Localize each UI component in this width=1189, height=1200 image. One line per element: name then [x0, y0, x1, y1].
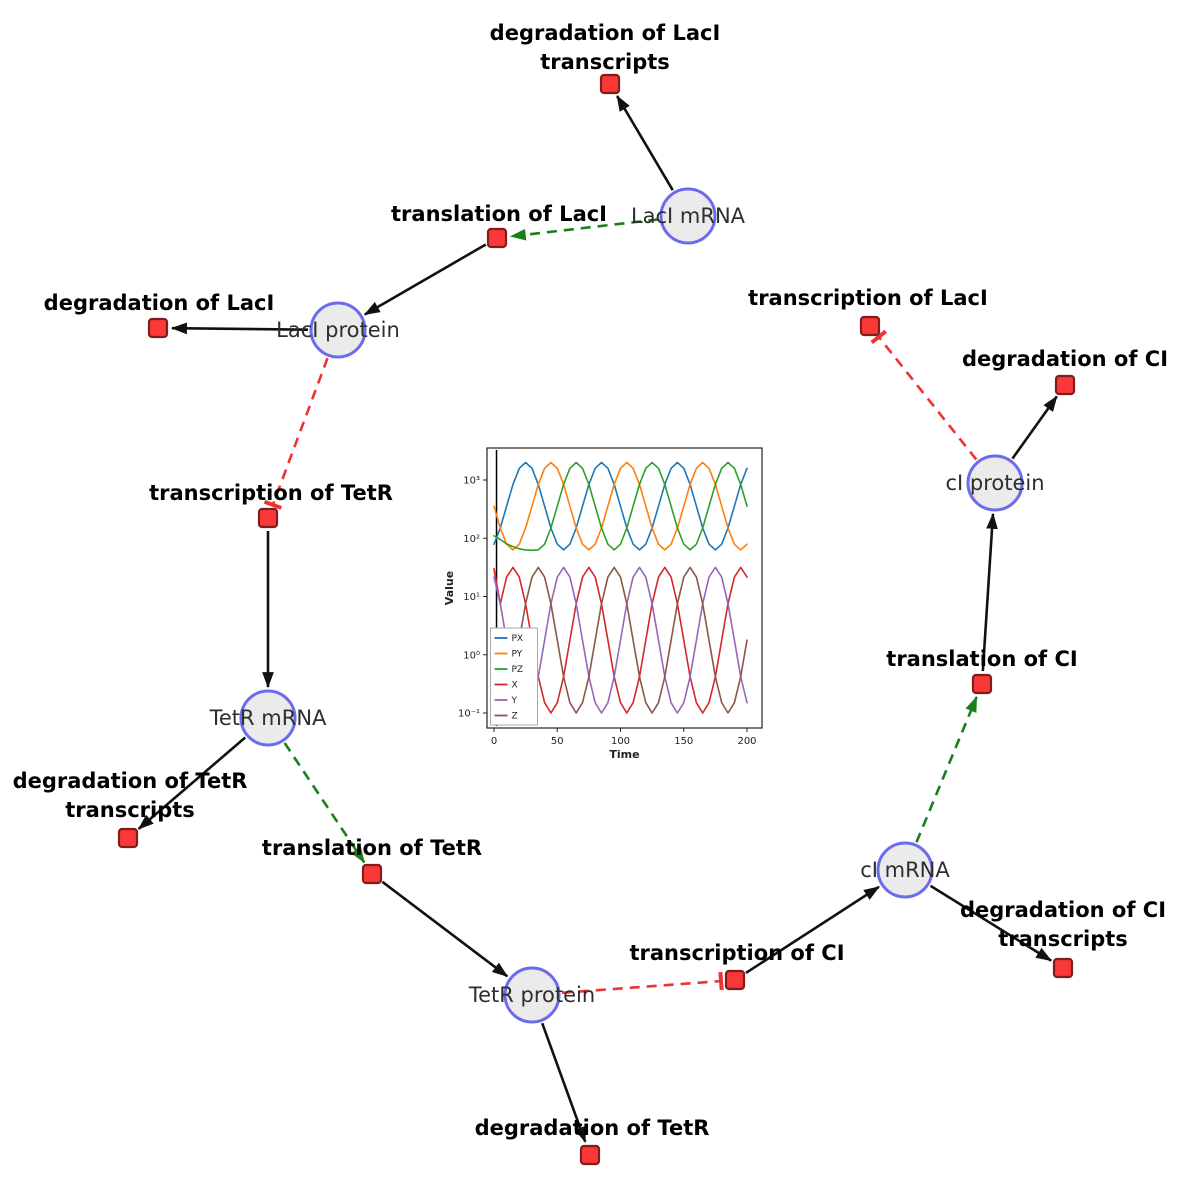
species-node-ci_mrna[interactable]: [876, 841, 934, 899]
reaction-node-tl_tetr[interactable]: [361, 863, 383, 885]
species-node-laci_protein[interactable]: [309, 301, 367, 359]
edge-inhibit-tetr_protein-tx_ci: [561, 971, 724, 995]
chart-series-PY: [493, 461, 748, 551]
reaction-label-tl_ci-line1: translation of CI: [886, 647, 1077, 671]
chart-legend-label-PX: PX: [512, 634, 524, 644]
chart-y-tick-label: 10²: [463, 534, 480, 545]
species-label-ci_mrna: cI mRNA: [860, 858, 950, 882]
chart-x-tick-label: 50: [551, 736, 564, 747]
chart-y-tick-label: 10¹: [463, 592, 480, 603]
species-label-tetr_protein: TetR protein: [468, 983, 595, 1007]
chart-legend-label-PZ: PZ: [512, 665, 524, 675]
species-label-tetr_mrna: TetR mRNA: [209, 706, 327, 730]
species-label-laci_mrna: LacI mRNA: [631, 204, 746, 228]
chart-series-PZ: [493, 461, 748, 552]
species-label-ci_protein: cI protein: [945, 471, 1044, 495]
reaction-label-tx_tetr-line1: transcription of TetR: [149, 481, 393, 505]
reaction-node-deg_ci[interactable]: [1054, 374, 1076, 396]
chart-x-axis-label: Time: [609, 748, 639, 761]
reaction-node-deg_ci_tx[interactable]: [1052, 957, 1074, 979]
chart-legend-label-PY: PY: [512, 650, 523, 660]
reaction-node-tl_ci[interactable]: [971, 673, 993, 695]
chart-y-axis-label: Value: [443, 571, 456, 605]
edge-product-tl_tetr-tetr_protein: [381, 880, 509, 978]
reaction-label-deg_tetr_tx-line1: degradation of TetR: [13, 769, 248, 793]
reaction-label-tl_laci-line1: translation of LacI: [391, 202, 607, 226]
edge-consume-laci_protein-deg_laci: [170, 322, 309, 335]
edge-consume-tetr_protein-deg_tetr: [541, 1022, 587, 1143]
reaction-label-deg_ci_tx-line2: transcripts: [998, 927, 1128, 951]
reaction-label-deg_tetr-line1: degradation of TetR: [475, 1116, 710, 1140]
reaction-node-tx_ci[interactable]: [724, 969, 746, 991]
species-node-tetr_mrna[interactable]: [239, 689, 297, 747]
edges-layer: [137, 95, 1058, 1143]
reaction-label-deg_tetr_tx-line2: transcripts: [65, 798, 195, 822]
edge-modifier-ci_mrna-tl_ci: [915, 695, 978, 843]
reaction-label-deg_laci-line1: degradation of LacI: [44, 291, 275, 315]
reaction-label-tl_tetr-line1: translation of TetR: [262, 836, 482, 860]
chart-y-tick-label: 10⁰: [463, 650, 480, 661]
chart-y-tick-label: 10³: [463, 476, 480, 487]
reaction-node-deg_laci[interactable]: [147, 317, 169, 339]
reaction-node-tl_laci[interactable]: [486, 227, 508, 249]
species-node-ci_protein[interactable]: [966, 454, 1024, 512]
edge-consume-ci_protein-deg_ci: [1011, 395, 1058, 460]
chart-legend-label-Y: Y: [511, 696, 518, 706]
edge-product-tl_ci-ci_protein: [981, 512, 998, 672]
chart-x-tick-label: 150: [674, 736, 693, 747]
reaction-node-deg_tetr[interactable]: [579, 1144, 601, 1166]
reaction-label-tx_laci-line1: transcription of LacI: [748, 286, 988, 310]
edge-consume-tetr_mrna-deg_tetr_tx: [137, 736, 247, 830]
reaction-label-deg_ci_tx-line1: degradation of CI: [960, 898, 1166, 922]
chart-y-tick-label: 10⁻¹: [458, 709, 480, 720]
chart-legend-label-X: X: [512, 681, 518, 691]
edge-inhibit-ci_protein-tx_laci: [870, 329, 978, 461]
edge-modifier-laci_mrna-tl_laci: [509, 218, 659, 241]
chart-legend: [490, 627, 538, 726]
chart-x-tick-label: 200: [737, 736, 756, 747]
edge-product-tx_ci-ci_mrna: [745, 885, 880, 975]
chart-series-Z: [493, 566, 748, 714]
chart-x-tick-label: 100: [611, 736, 630, 747]
species-node-laci_mrna[interactable]: [659, 187, 717, 245]
reaction-label-deg_laci_tx-line1: degradation of LacI: [490, 21, 721, 45]
chart-x-tick-label: 0: [491, 736, 497, 747]
reaction-node-tx_tetr[interactable]: [257, 507, 279, 529]
nodes-layer: [117, 73, 1076, 1166]
edge-consume-laci_mrna-deg_laci_tx: [616, 95, 674, 191]
reaction-node-deg_tetr_tx[interactable]: [117, 827, 139, 849]
chart-series-PX: [493, 461, 748, 551]
reaction-label-deg_laci_tx-line2: transcripts: [540, 50, 670, 74]
reaction-label-tx_ci-line1: transcription of CI: [629, 941, 844, 965]
reaction-node-deg_laci_tx[interactable]: [599, 73, 621, 95]
species-node-tetr_protein[interactable]: [503, 966, 561, 1024]
edge-consume-ci_mrna-deg_ci_tx: [929, 884, 1053, 962]
reaction-label-deg_ci-line1: degradation of CI: [962, 347, 1168, 371]
edge-modifier-tetr_mrna-tl_tetr: [283, 742, 366, 864]
chart-legend-label-Z: Z: [512, 712, 518, 722]
species-label-laci_protein: LacI protein: [276, 318, 400, 342]
edge-product-tl_laci-laci_protein: [363, 243, 487, 316]
edge-inhibit-laci_protein-tx_tetr: [263, 357, 329, 510]
reaction-node-tx_laci[interactable]: [859, 315, 881, 337]
